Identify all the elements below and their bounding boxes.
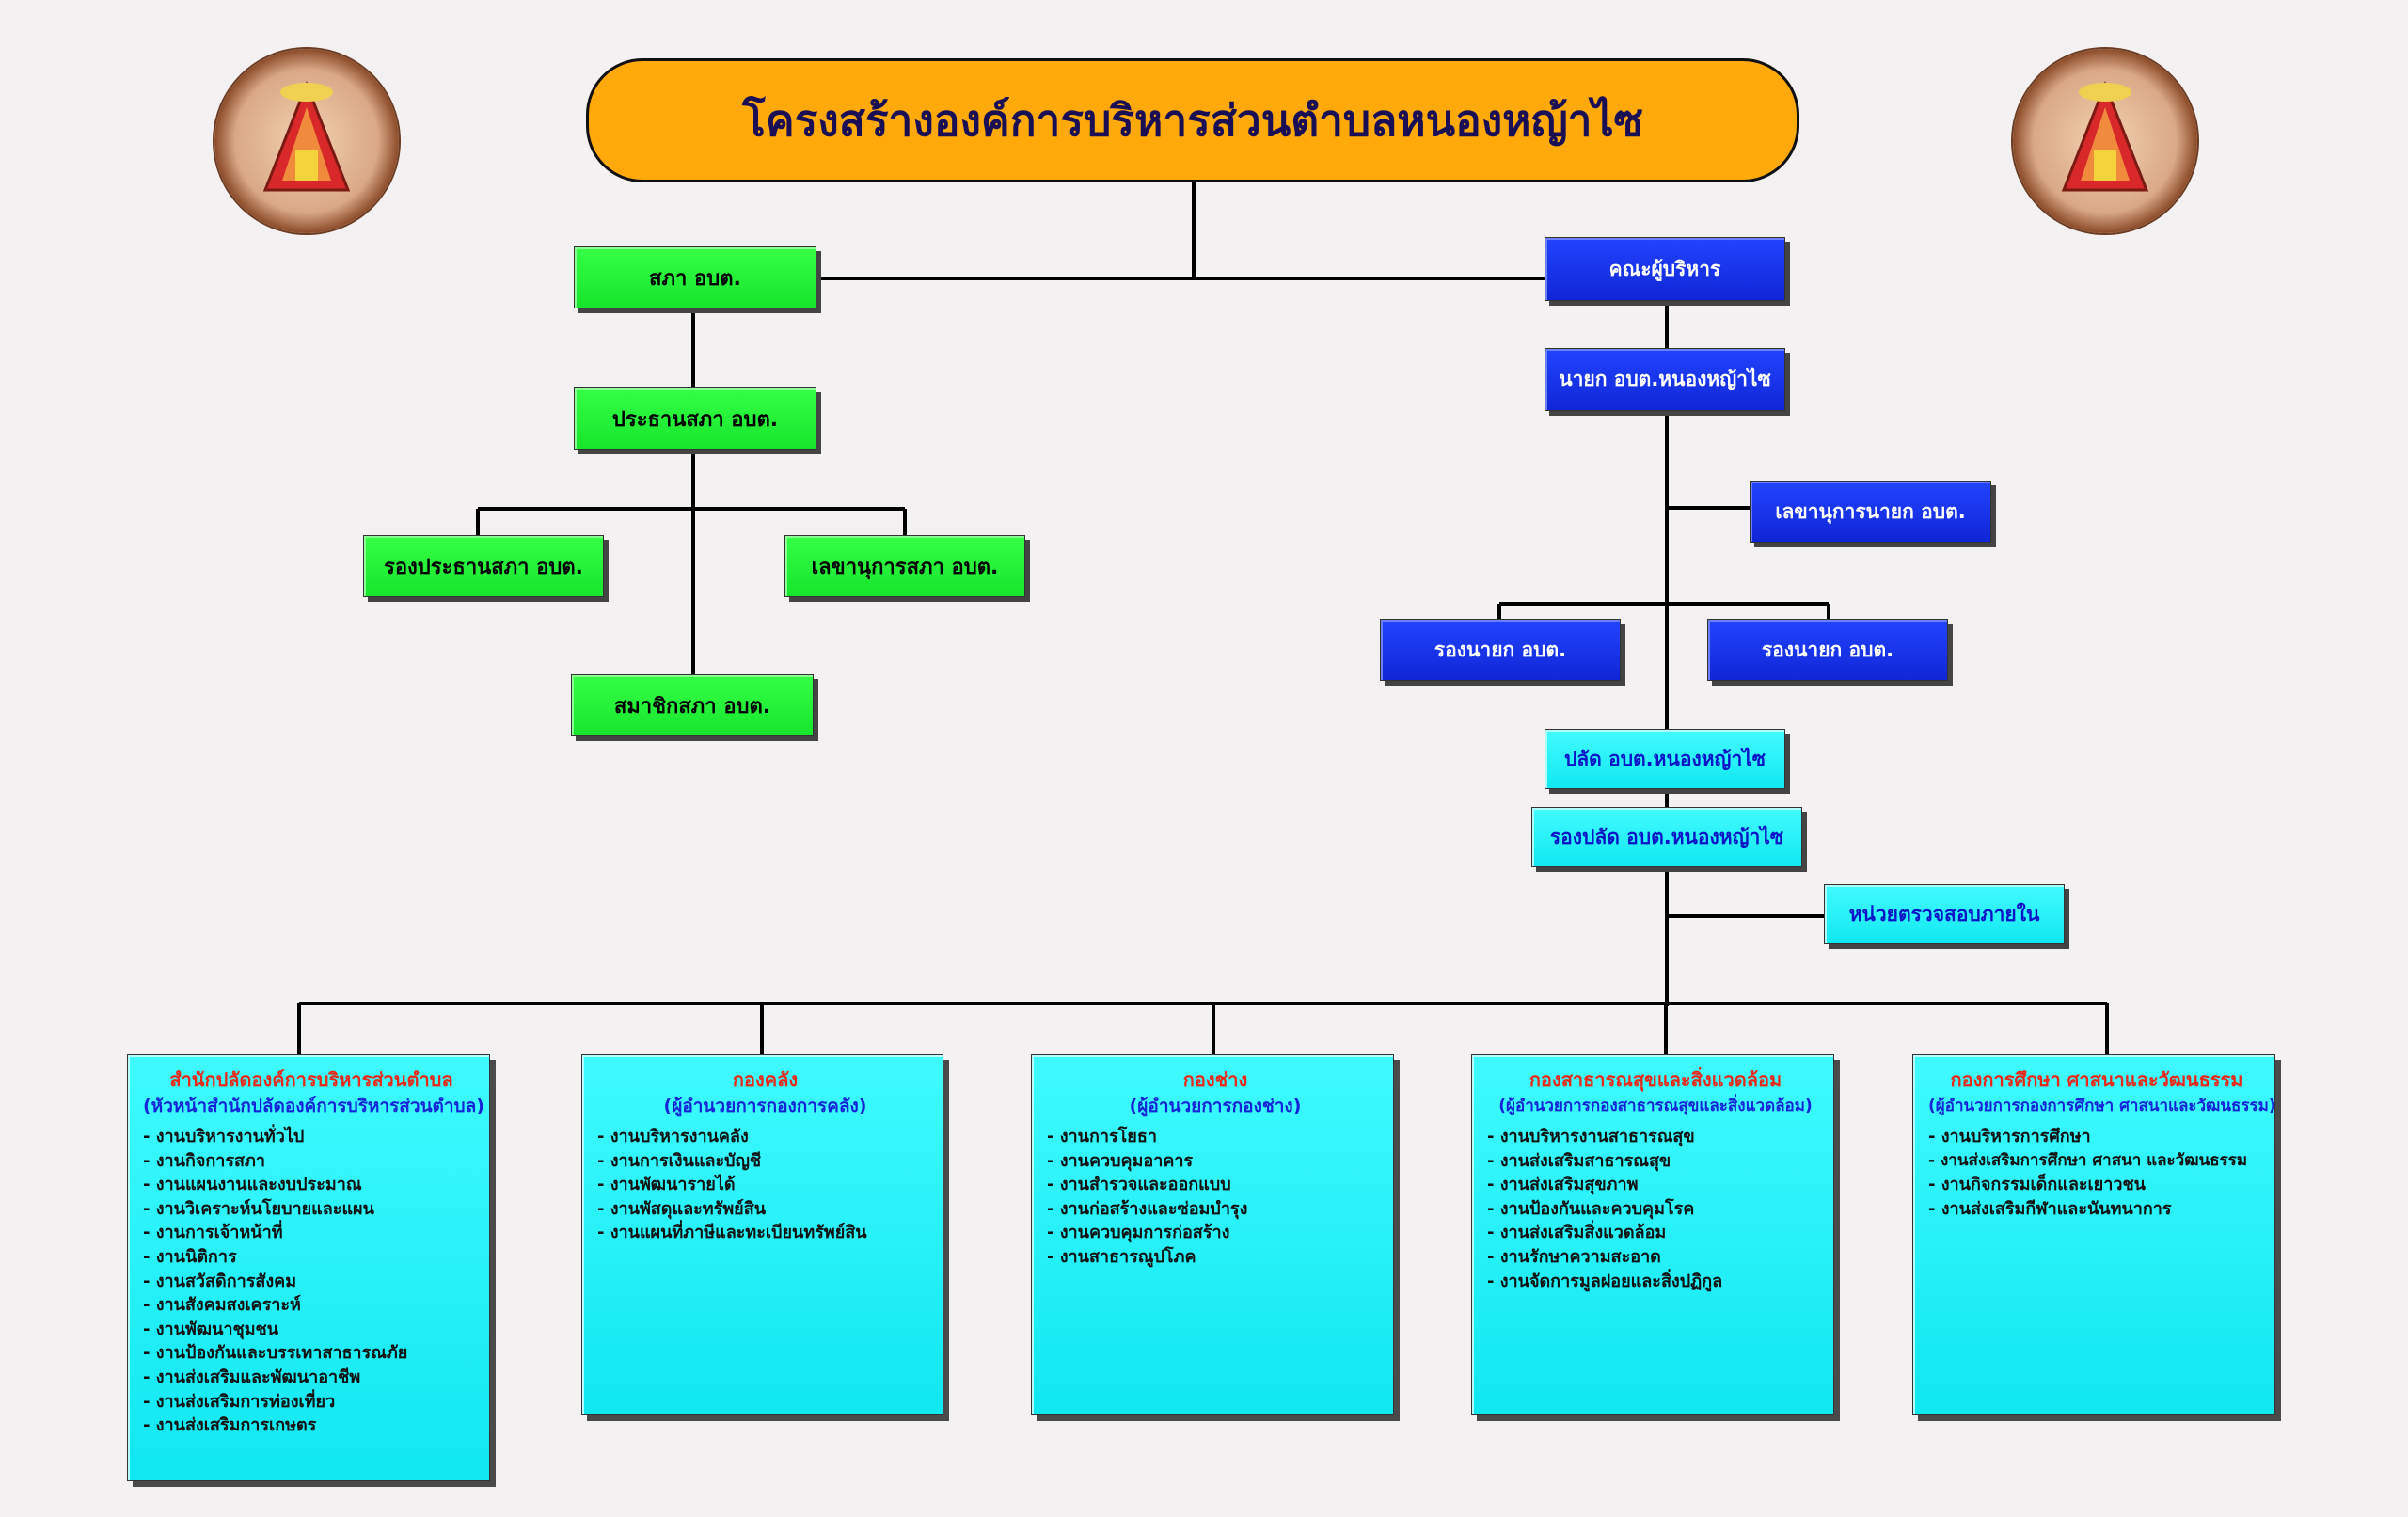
mayor-secretary-box: เลขานุการนายก อบต. — [1750, 481, 1991, 543]
list-item: - งานแผนงานและงบประมาณ — [143, 1175, 362, 1195]
deputy-mayor-2-box: รองนายก อบต. — [1707, 619, 1948, 681]
organization-seal-right — [2013, 49, 2197, 233]
department-task-list: - งานบริหารงานสาธารณสุข - งานส่งเสริมสาธ… — [1487, 1125, 1824, 1293]
list-item: - งานบริหารงานทั่วไป — [143, 1127, 305, 1146]
list-item: - งานส่งเสริมการเกษตร — [143, 1415, 317, 1436]
list-item: - งานส่งเสริมสิ่งแวดล้อม — [1487, 1223, 1667, 1243]
list-item: - งานรักษาความสะอาด — [1487, 1246, 1661, 1267]
council-box: สภา อบต. — [574, 246, 816, 308]
list-item: - งานสาธารณูปโภค — [1047, 1246, 1196, 1267]
list-item: - งานส่งเสริมสาธารณสุข — [1487, 1150, 1671, 1171]
list-item: - งานสวัสดิการสังคม — [143, 1271, 297, 1291]
council-members-box: สมาชิกสภา อบต. — [571, 674, 814, 736]
list-item: - งานการเจ้าหน้าที่ — [143, 1223, 283, 1243]
department-title: กองการศึกษา ศาสนาและวัฒนธรรม — [1950, 1068, 2243, 1091]
list-item: - งานการโยธา — [1047, 1127, 1157, 1146]
department-box-office: สำนักปลัดองค์การบริหารส่วนตำบล (หัวหน้าส… — [127, 1054, 490, 1481]
clerk-box: ปลัด อบต.หนองหญ้าไซ — [1545, 729, 1785, 789]
list-item: - งานบริหารงานคลัง — [597, 1127, 749, 1146]
list-item: - งานกิจกรรมเด็กและเยาวชน — [1928, 1175, 2146, 1195]
list-item: - งานการเงินและบัญชี — [597, 1150, 762, 1171]
list-item: - งานกิจการสภา — [143, 1150, 266, 1171]
department-box-finance: กองคลัง (ผู้อำนวยการกองการคลัง) - งานบริ… — [581, 1054, 943, 1415]
list-item: - งานจัดการมูลฝอยและสิ่งปฏิกูล — [1487, 1271, 1723, 1291]
list-item: - งานส่งเสริมและพัฒนาอาชีพ — [143, 1367, 361, 1387]
list-item: - งานส่งเสริมสุขภาพ — [1487, 1175, 1639, 1195]
list-item: - งานป้องกันและบรรเทาสาธารณภัย — [143, 1343, 408, 1364]
list-item: - งานส่งเสริมการศึกษา ศาสนา และวัฒนธรรม — [1928, 1150, 2248, 1170]
council-secretary-box: เลขานุการสภา อบต. — [784, 535, 1025, 597]
list-item: - งานส่งเสริมกีฬาและนันทนาการ — [1928, 1198, 2172, 1219]
council-vice-president-box: รองประธานสภา อบต. — [363, 535, 604, 597]
department-head: (ผู้อำนวยการกองสาธารณสุขและสิ่งแวดล้อม) — [1498, 1097, 1813, 1115]
organization-seal-left — [214, 49, 399, 233]
department-head: (ผู้อำนวยการกองการศึกษา ศาสนาและวัฒนธรรม… — [1928, 1097, 2276, 1115]
department-task-list: - งานบริหารงานทั่วไป - งานกิจการสภา - งา… — [143, 1125, 480, 1438]
list-item: - งานป้องกันและควบคุมโรค — [1487, 1198, 1695, 1219]
mayor-box: นายก อบต.หนองหญ้าไซ — [1545, 348, 1785, 411]
list-item: - งานสำรวจและออกแบบ — [1047, 1175, 1231, 1195]
list-item: - งานบริหารงานสาธารณสุข — [1487, 1127, 1695, 1146]
list-item: - งานพัสดุและทรัพย์สิน — [597, 1198, 767, 1219]
list-item: - งานควบคุมการก่อสร้าง — [1047, 1223, 1230, 1243]
list-item: - งานแผนที่ภาษีและทะเบียนทรัพย์สิน — [597, 1223, 867, 1243]
department-title: กองช่าง — [1182, 1068, 1248, 1091]
council-president-box: ประธานสภา อบต. — [574, 387, 816, 450]
department-title: กองสาธารณสุขและสิ่งแวดล้อม — [1529, 1068, 1782, 1091]
list-item: - งานควบคุมอาคาร — [1047, 1150, 1194, 1171]
list-item: - งานนิติการ — [143, 1246, 237, 1267]
chart-title: โครงสร้างองค์การบริหารส่วนตำบลหนองหญ้าไซ — [586, 58, 1799, 182]
list-item: - งานบริหารการศึกษา — [1928, 1127, 2091, 1146]
list-item: - งานวิเคราะห์นโยบายและแผน — [143, 1198, 374, 1219]
list-item: - งานพัฒนาชุมชน — [143, 1319, 279, 1339]
department-task-list: - งานการโยธา - งานควบคุมอาคาร - งานสำรวจ… — [1047, 1125, 1384, 1270]
department-box-engineering: กองช่าง (ผู้อำนวยการกองช่าง) - งานการโยธ… — [1031, 1054, 1394, 1415]
department-head: (หัวหน้าสำนักปลัดองค์การบริหารส่วนตำบล) — [143, 1096, 484, 1116]
department-box-education: กองการศึกษา ศาสนาและวัฒนธรรม (ผู้อำนวยกา… — [1912, 1054, 2276, 1415]
department-task-list: - งานบริหารงานคลัง - งานการเงินและบัญชี … — [597, 1125, 933, 1245]
department-head: (ผู้อำนวยการกองการคลัง) — [663, 1096, 867, 1116]
department-title: กองคลัง — [732, 1068, 799, 1091]
department-title: สำนักปลัดองค์การบริหารส่วนตำบล — [169, 1068, 453, 1091]
department-head: (ผู้อำนวยการกองช่าง) — [1129, 1096, 1302, 1116]
department-task-list: - งานบริหารการศึกษา - งานส่งเสริมการศึกษ… — [1928, 1125, 2265, 1221]
list-item: - งานพัฒนารายได้ — [597, 1175, 736, 1195]
deputy-mayor-1-box: รองนายก อบต. — [1380, 619, 1621, 681]
list-item: - งานสังคมสงเคราะห์ — [143, 1295, 301, 1316]
executive-board-box: คณะผู้บริหาร — [1545, 237, 1785, 301]
internal-audit-box: หน่วยตรวจสอบภายใน — [1824, 884, 2065, 944]
list-item: - งานส่งเสริมการท่องเที่ยว — [143, 1391, 336, 1412]
deputy-clerk-box: รองปลัด อบต.หนองหญ้าไซ — [1531, 807, 1802, 867]
list-item: - งานก่อสร้างและซ่อมบำรุง — [1047, 1198, 1248, 1219]
department-box-public-health: กองสาธารณสุขและสิ่งแวดล้อม (ผู้อำนวยการก… — [1471, 1054, 1834, 1415]
